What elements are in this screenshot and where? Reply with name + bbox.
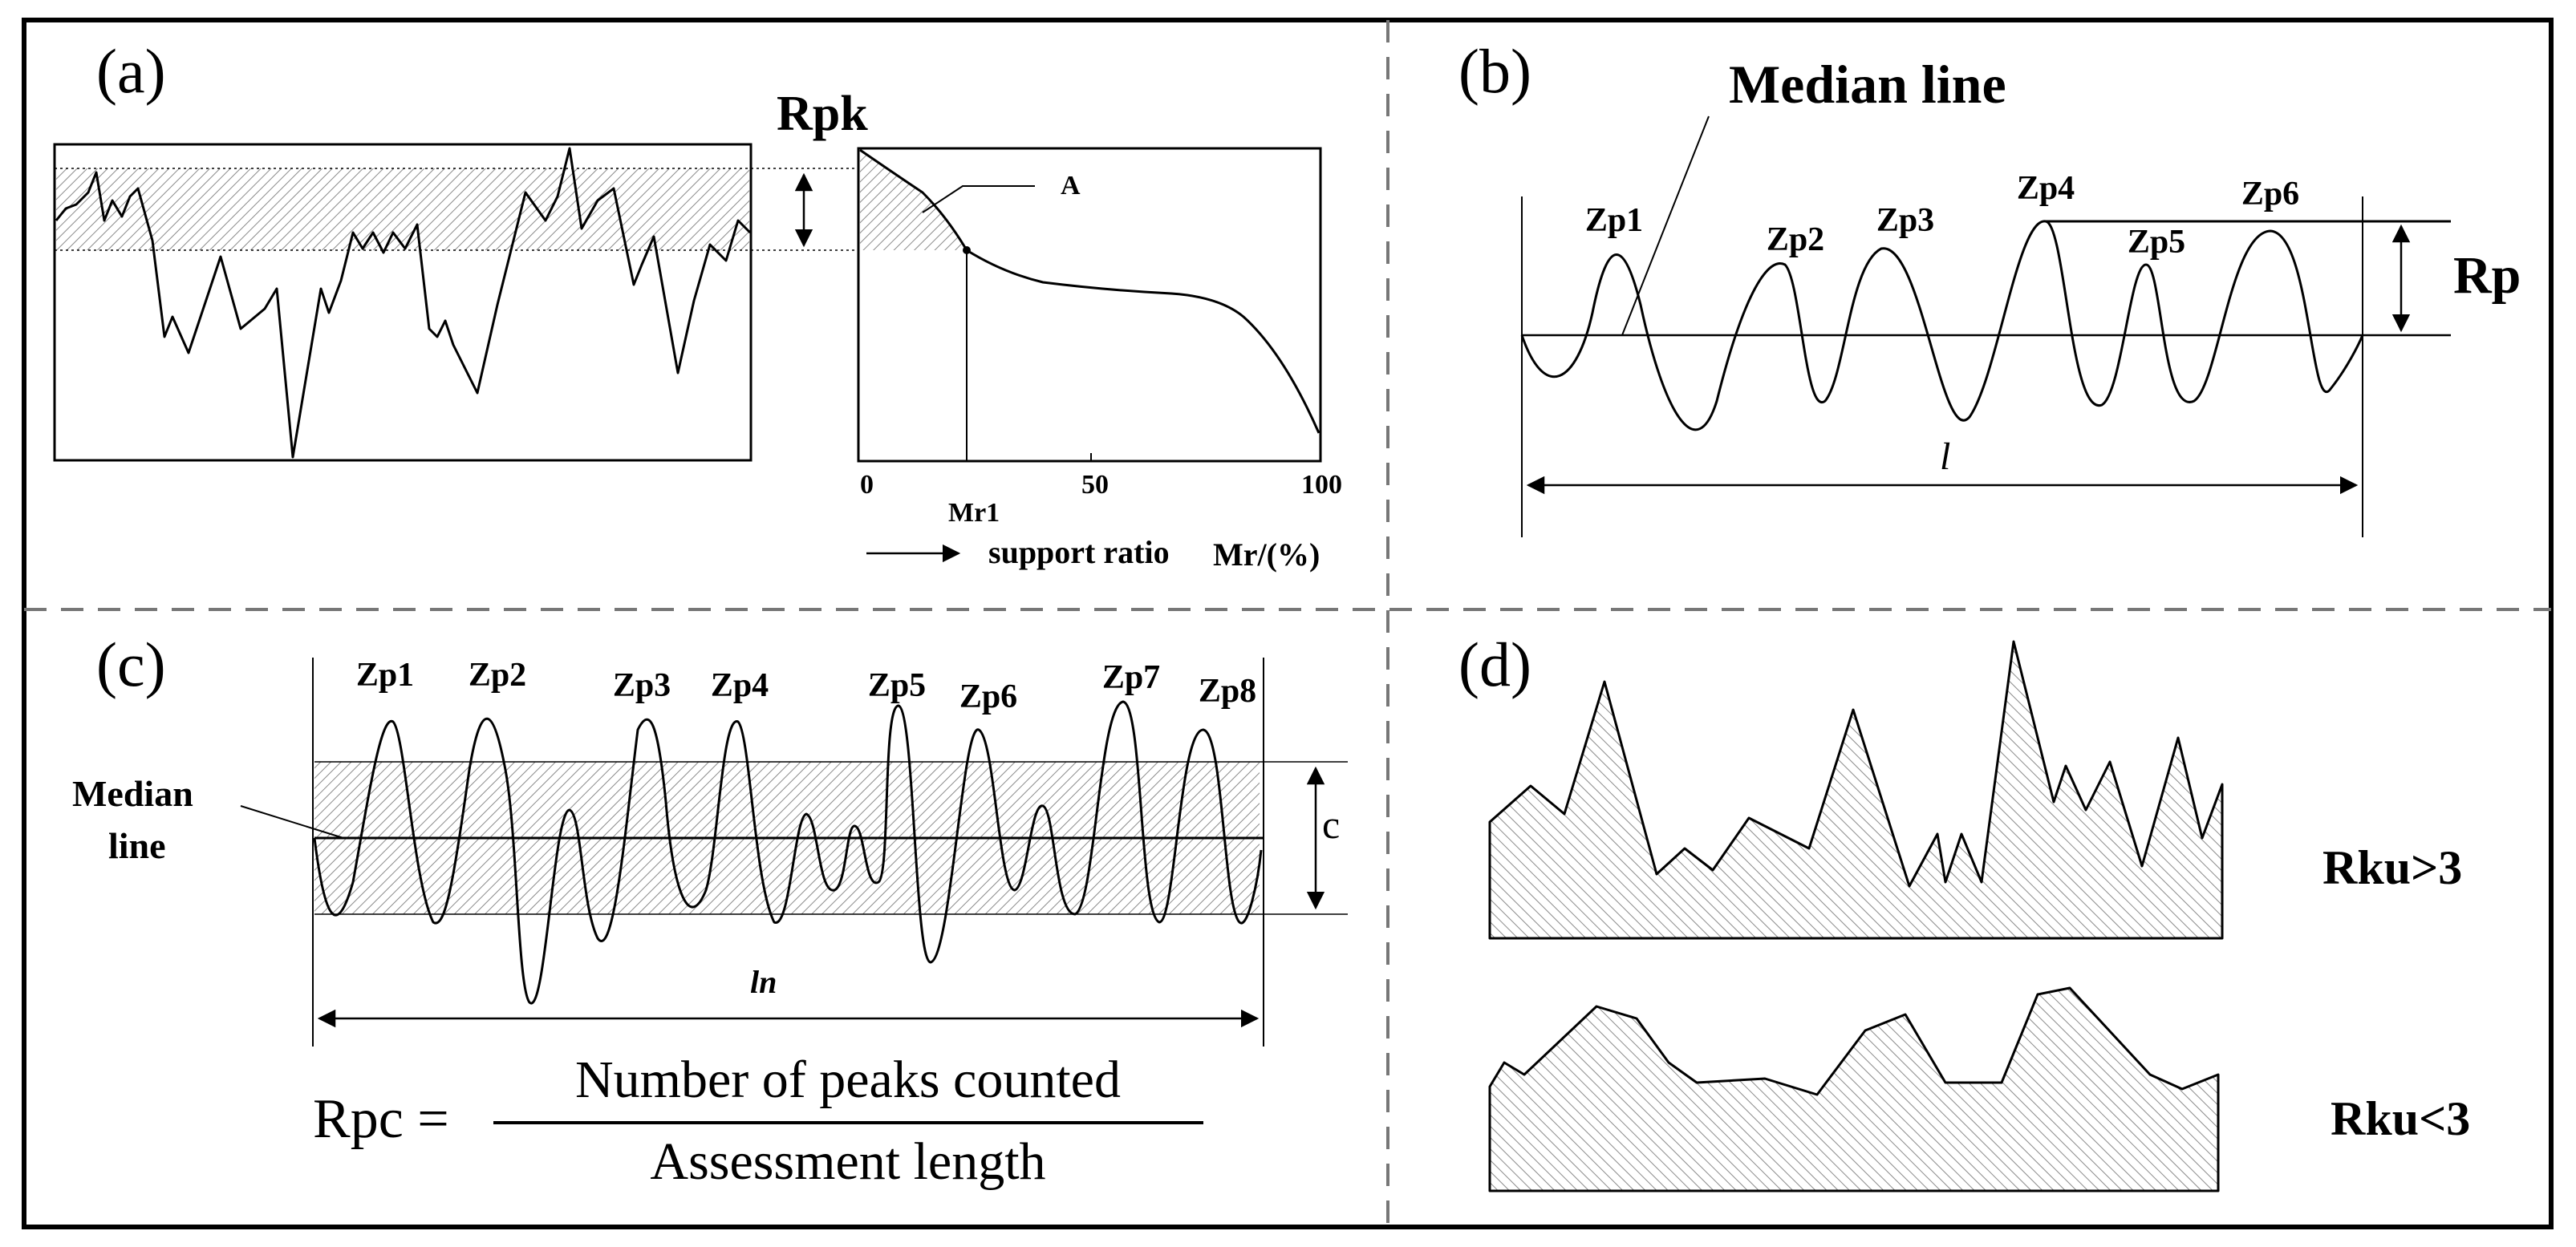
rku-low-label: Rku<3 <box>2331 1092 2470 1145</box>
panel-d: (d) Rku>3 Rku<3 <box>1458 630 2470 1192</box>
peak-label: Zp2 <box>469 657 526 694</box>
wave-profile-c <box>313 700 1263 1005</box>
peak-label: Zp6 <box>959 678 1017 715</box>
peak-label: Zp6 <box>2241 176 2299 213</box>
tick-100-label: 100 <box>1301 470 1342 500</box>
median-line-label: Median line <box>1729 54 2006 115</box>
median-label-c-1: Median <box>72 773 193 814</box>
panel-c-tag: (c) <box>96 630 166 699</box>
profile-rku-high <box>1488 640 2224 940</box>
peak-label: Zp4 <box>2017 170 2075 207</box>
profile-rku-low <box>1488 986 2220 1192</box>
formula-denominator: Assessment length <box>650 1132 1045 1191</box>
panel-a: (a) Rpk A 0 50 100 Mr1 support ratio Mr/… <box>53 36 1342 573</box>
median-label-c-2: line <box>108 825 166 866</box>
peak-label: Zp7 <box>1102 659 1160 696</box>
panel-b-tag: (b) <box>1458 36 1531 106</box>
peak-label: Zp1 <box>356 657 414 694</box>
mr1-label: Mr1 <box>948 498 1000 528</box>
rpk-label: Rpk <box>777 87 868 141</box>
panel-a-tag: (a) <box>96 36 166 106</box>
area-a <box>860 150 967 250</box>
peak-label: Zp1 <box>1585 202 1643 239</box>
a-leader <box>922 185 1035 213</box>
outer-frame <box>22 18 2554 1229</box>
c-label: c <box>1322 802 1340 847</box>
peak-label: Zp3 <box>1876 202 1934 239</box>
bearing-curve <box>859 148 1320 434</box>
peak-label: Zp4 <box>711 667 769 704</box>
peak-label: Zp8 <box>1199 673 1256 710</box>
formula-numerator: Number of peaks counted <box>575 1051 1121 1109</box>
support-ratio-label: support ratio <box>988 534 1170 570</box>
rpk-band <box>56 168 749 250</box>
median-leader-c <box>240 805 344 839</box>
rku-high-label: Rku>3 <box>2322 841 2462 894</box>
peak-label: Zp5 <box>868 667 926 704</box>
formula-lhs: Rpc = <box>313 1088 449 1150</box>
panel-c: (c) c Median line ln Zp1 Zp2 Zp3 Zp4 Zp5… <box>72 630 1348 1191</box>
length-label-c: ln <box>750 964 777 1000</box>
median-leader <box>1621 115 1710 336</box>
panel-d-tag: (d) <box>1458 630 1531 699</box>
mr1-point <box>963 246 971 254</box>
wave-profile-b <box>1520 220 2364 431</box>
peak-label: Zp5 <box>2128 224 2185 261</box>
tick-0-label: 0 <box>860 470 874 500</box>
peak-label: Zp2 <box>1767 221 1824 258</box>
length-label-b: l <box>1940 435 1950 478</box>
bearing-box <box>857 147 1322 463</box>
panel-b: (b) Median line Rp l Zp1 Zp2 Zp3 Zp4 Zp5… <box>1458 36 2521 537</box>
tick-50-label: 50 <box>1081 470 1109 500</box>
profile-box <box>53 143 753 462</box>
peak-label: Zp3 <box>613 667 671 704</box>
roughness-profile <box>55 147 752 459</box>
rp-label: Rp <box>2453 246 2521 305</box>
label-a: A <box>1061 171 1081 200</box>
unit-label: Mr/(%) <box>1213 536 1320 573</box>
